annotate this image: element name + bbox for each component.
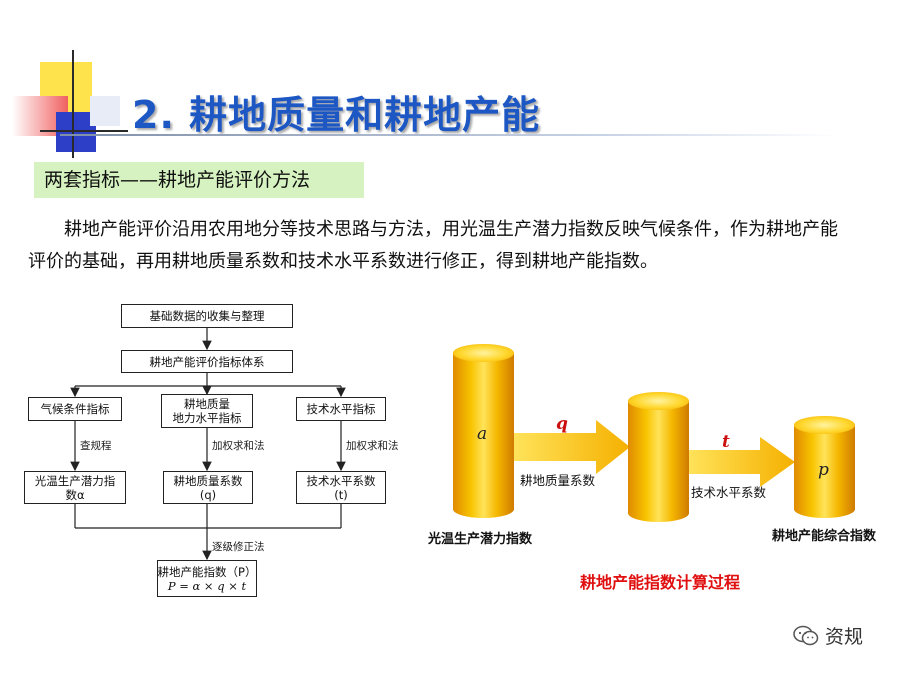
box-climate-indicator: 气候条件指标 xyxy=(28,397,122,421)
deco-horizontal-line xyxy=(40,130,128,132)
box-light-temp-index: 光温生产潜力指 数α xyxy=(24,471,126,504)
wechat-icon xyxy=(793,625,819,645)
arrow-t-label: 技术水平系数 xyxy=(691,485,767,500)
arrow-t-letter: t xyxy=(722,432,730,452)
diagram-caption: 耕地产能指数计算过程 xyxy=(580,573,741,592)
cylinder-middle xyxy=(628,392,689,523)
watermark: 资规 xyxy=(793,622,863,649)
label-weighted-sum-2: 加权求和法 xyxy=(346,440,399,452)
box-data-collection: 基础数据的收集与整理 xyxy=(121,304,293,328)
cylinder-a-letter: a xyxy=(477,424,488,444)
deco-vertical-line xyxy=(72,50,74,158)
cylinder-a-caption: 光温生产潜力指数 xyxy=(428,532,533,547)
deco-blue-square xyxy=(56,112,96,152)
cylinder-a xyxy=(453,344,514,519)
cylinder-p-letter: p xyxy=(818,460,829,480)
arrow-q-letter: q xyxy=(556,414,568,434)
watermark-text: 资规 xyxy=(825,626,864,648)
deco-white-square xyxy=(90,96,120,126)
cylinder-p-caption: 耕地产能综合指数 xyxy=(772,529,877,544)
arrow-q-label: 耕地质量系数 xyxy=(520,473,596,488)
box-quality-coefficient: 耕地质量系数 (q) xyxy=(163,471,253,504)
arrow-t xyxy=(688,437,795,487)
label-stepwise-correction: 逐级修正法 xyxy=(212,541,265,553)
box-indicator-system: 耕地产能评价指标体系 xyxy=(121,350,293,373)
cylinder-p xyxy=(794,416,855,519)
arrow-q xyxy=(514,420,630,474)
section-subtitle: 两套指标——耕地产能评价方法 xyxy=(34,162,364,198)
box-tech-indicator: 技术水平指标 xyxy=(296,397,386,421)
box-productivity-index: 耕地产能指数（P） P = α × q × t xyxy=(157,560,257,597)
page-title: 2. 耕地质量和耕地产能 xyxy=(132,93,541,137)
description-paragraph: 耕地产能评价沿用农用地分等技术思路与方法，用光温生产潜力指数反映气候条件，作为耕… xyxy=(28,219,838,272)
label-lookup: 查规程 xyxy=(80,440,112,452)
title-divider xyxy=(60,134,840,136)
label-weighted-sum-1: 加权求和法 xyxy=(212,440,265,452)
box-quality-indicator: 耕地质量 地力水平指标 xyxy=(161,394,253,428)
box-tech-coefficient: 技术水平系数 (t) xyxy=(296,471,386,504)
